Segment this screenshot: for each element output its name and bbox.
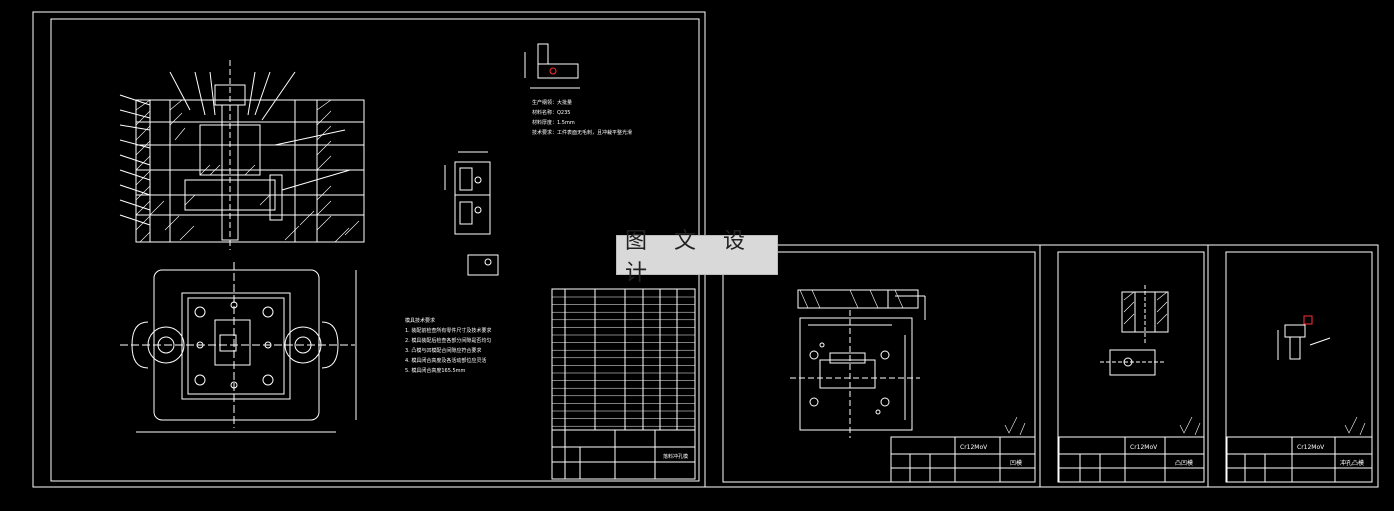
sheet-die [704, 244, 1041, 488]
die-material: Cr12MoV [960, 444, 988, 451]
punch-die-material: Cr12MoV [1130, 444, 1158, 451]
section-hatching [135, 99, 360, 243]
bill-of-materials [551, 288, 696, 480]
main-assembly-sheet [32, 11, 706, 488]
punch-die-drawing-name: 凸凹模 [1175, 459, 1193, 467]
tech-req-line: 1. 装配前检查所有零件尺寸及技术要求 [405, 327, 491, 334]
sheet-piercing-punch [1207, 244, 1379, 488]
sheet-punch-die [1039, 244, 1209, 488]
tech-req-line: 2. 模具装配后检查各部分间隙是否均匀 [405, 337, 491, 344]
watermark-text: 图 文 设 计 [625, 229, 755, 286]
notes-line: 材料厚度：1.5mm [532, 119, 575, 126]
watermark-banner: 图 文 设 计 [616, 229, 778, 286]
main-title-block [552, 429, 695, 479]
assembly-plan-view [120, 262, 357, 433]
main-title-name: 落料冲孔模 [663, 453, 688, 460]
tech-req-line: 5. 模具闭合高度165.5mm [405, 367, 466, 374]
tech-req-line: 3. 凸模与凹模配合间隙应符合要求 [405, 347, 481, 354]
tech-req-line: 模具技术要求 [405, 317, 435, 324]
assembly-section-view [119, 60, 365, 250]
part-sketch-top [524, 43, 580, 89]
piercing-punch-material: Cr12MoV [1297, 444, 1325, 451]
notes-line: 生产纲领：大批量 [532, 99, 572, 106]
notes-line: 技术要求：工件表面无毛刺，且冲裁平整光滑 [532, 129, 632, 136]
piercing-punch-drawing-name: 冲孔凸模 [1340, 459, 1364, 467]
tech-req-line: 4. 模具闭合高度及各活动部位应灵活 [405, 357, 486, 364]
notes-line: 材料名称：Q235 [532, 109, 570, 116]
part-sketch-middle [444, 151, 499, 276]
die-drawing-name: 凹模 [1010, 459, 1022, 467]
roughness-symbols [1004, 416, 1366, 436]
